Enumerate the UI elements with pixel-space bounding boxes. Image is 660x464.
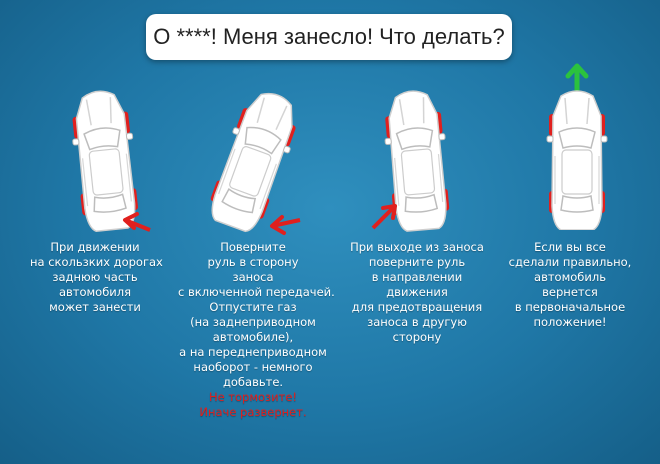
car-icon xyxy=(67,87,151,234)
step-4-caption: Если вы все сделали правильно, автомобил… xyxy=(508,240,632,329)
car-icon xyxy=(201,84,307,237)
step-1-caption: При движении на скользких дорогах заднюю… xyxy=(30,240,163,314)
red-arrow-icon xyxy=(271,218,301,228)
red-arrow-icon xyxy=(371,204,397,230)
step-2-caption: Поверните руль в сторону заноса с включе… xyxy=(178,240,335,419)
warning-text: Иначе развернет. xyxy=(199,405,307,419)
car-icon xyxy=(371,87,454,234)
warning-text: Не тормозите! xyxy=(208,390,298,404)
title-banner: О ****! Меня занесло! Что делать? xyxy=(146,14,512,60)
car-icon xyxy=(546,63,608,230)
step-3-caption: При выходе из заноса поверните руль в на… xyxy=(350,240,484,344)
page-title: О ****! Меня занесло! Что делать? xyxy=(153,24,505,49)
